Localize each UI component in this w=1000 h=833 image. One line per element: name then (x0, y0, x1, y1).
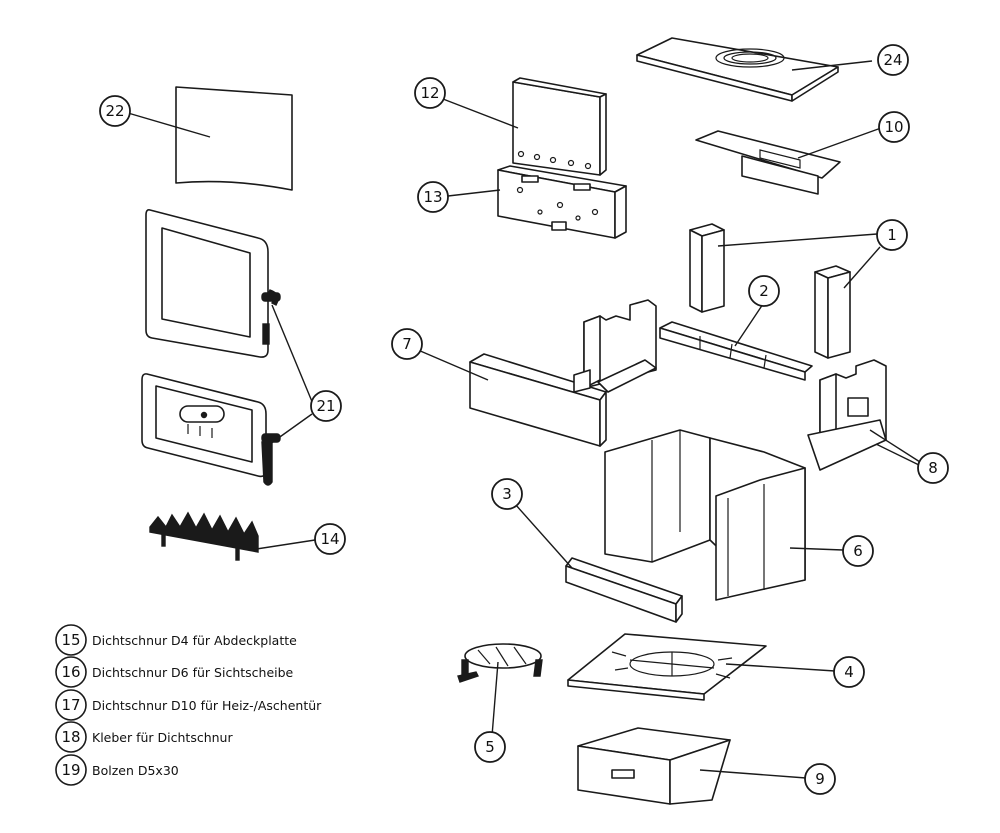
callout-3: 3 (491, 478, 523, 510)
callout-8: 8 (917, 452, 949, 484)
callout-5: 5 (474, 731, 506, 763)
part-8-rear-frame-left (573, 299, 657, 393)
svg-text:19: 19 (61, 761, 80, 779)
part-13-baffle-block (497, 165, 627, 239)
part-4-grate-plate (567, 633, 767, 701)
callout-1: 1 (876, 219, 908, 251)
part-1-side-brick-right (814, 265, 851, 359)
callout-6: 6 (842, 535, 874, 567)
svg-text:14: 14 (320, 530, 339, 548)
callout-24: 24 (877, 44, 909, 76)
svg-text:4: 4 (844, 663, 854, 681)
callout-12: 12 (414, 77, 446, 109)
callout-4: 4 (833, 656, 865, 688)
part-6-firebox-liner (604, 429, 806, 601)
svg-text:2: 2 (759, 282, 769, 300)
svg-text:6: 6 (853, 542, 863, 560)
part-14-grate (149, 511, 259, 561)
svg-text:10: 10 (884, 118, 903, 136)
svg-text:21: 21 (316, 397, 335, 415)
callout-9: 9 (804, 763, 836, 795)
svg-text:18: 18 (61, 728, 80, 746)
part-1-side-brick-left (689, 223, 725, 313)
part-8-rear-frame-right (807, 359, 887, 471)
callout-14: 14 (314, 523, 346, 555)
svg-text:5: 5 (485, 738, 495, 756)
legend-item-18: 18 Kleber für Dichtschnur (55, 721, 233, 753)
part-12-back-plate (512, 77, 607, 176)
legend-item-17: 17 Dichtschnur D10 für Heiz-/Aschentür (55, 689, 322, 721)
part-9-ash-pan (577, 727, 731, 805)
svg-text:17: 17 (61, 696, 80, 714)
part-21-ash-door (141, 373, 281, 486)
callout-22: 22 (99, 95, 131, 127)
svg-text:16: 16 (61, 663, 80, 681)
svg-text:15: 15 (61, 631, 80, 649)
legend-item-19: 19 Bolzen D5x30 (55, 754, 179, 786)
part-3-bottom-brick (565, 557, 683, 623)
callout-13: 13 (417, 181, 449, 213)
svg-text:9: 9 (815, 770, 825, 788)
callout-7: 7 (391, 328, 423, 360)
svg-text:12: 12 (420, 84, 439, 102)
svg-text:13: 13 (423, 188, 442, 206)
svg-text:7: 7 (402, 335, 412, 353)
part-24-cover-plate (636, 37, 839, 102)
legend-item-16: 16 Dichtschnur D6 für Sichtscheibe (55, 656, 294, 688)
svg-text:22: 22 (105, 102, 124, 120)
svg-text:24: 24 (883, 51, 902, 69)
callout-21: 21 (310, 390, 342, 422)
svg-text:8: 8 (928, 459, 938, 477)
part-7-front-brick (469, 353, 607, 447)
svg-text:3: 3 (502, 485, 512, 503)
part-21-fire-door (145, 209, 281, 358)
svg-text:Dichtschnur D10 für Heiz-/Asch: Dichtschnur D10 für Heiz-/Aschentür (92, 698, 322, 713)
legend-item-15: 15 Dichtschnur D4 für Abdeckplatte (55, 624, 297, 656)
leader-lines (127, 60, 922, 779)
part-2-arch-brick (659, 321, 813, 381)
part-5-round-grate (457, 643, 543, 683)
svg-text:Dichtschnur D4 für Abdeckplatt: Dichtschnur D4 für Abdeckplatte (92, 633, 297, 648)
callout-10: 10 (878, 111, 910, 143)
svg-text:Bolzen D5x30: Bolzen D5x30 (92, 763, 179, 778)
svg-text:1: 1 (887, 226, 897, 244)
svg-text:Kleber für Dichtschnur: Kleber für Dichtschnur (92, 730, 233, 745)
svg-text:Dichtschnur D6 für Sichtscheib: Dichtschnur D6 für Sichtscheibe (92, 665, 294, 680)
part-10-deflector (695, 130, 841, 195)
callout-2: 2 (748, 275, 780, 307)
part-22-glass-pane (175, 86, 293, 191)
